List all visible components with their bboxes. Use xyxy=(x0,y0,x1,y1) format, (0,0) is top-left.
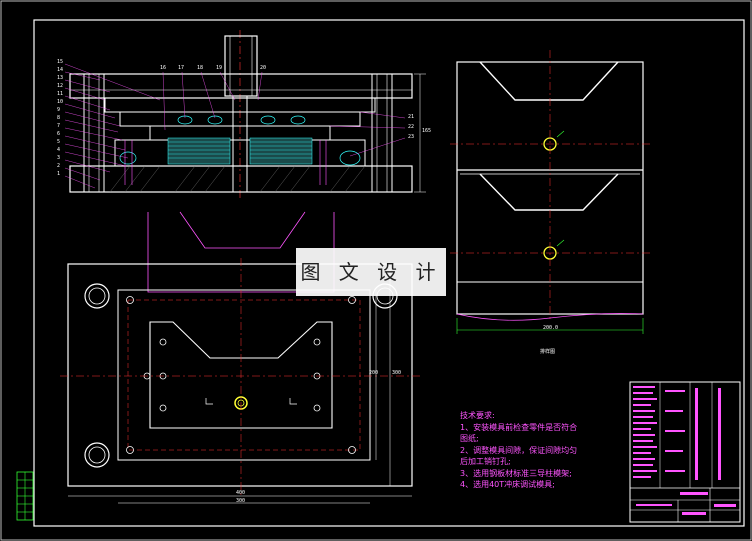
part-number: 18 xyxy=(197,65,204,71)
part-number: 15 xyxy=(57,59,64,65)
tech-item: 4、选用40T冲床调试模具; xyxy=(460,480,555,489)
part-number: 1 xyxy=(57,171,61,177)
title-block xyxy=(629,381,741,523)
tech-item: 2、调整模具间隙，保证间隙均匀 xyxy=(460,445,578,455)
part-number: 13 xyxy=(57,75,64,81)
part-number: 22 xyxy=(408,124,415,130)
part-number: 2 xyxy=(57,163,61,169)
tech-heading: 技术要求: xyxy=(460,411,495,420)
strip-layout xyxy=(450,50,650,334)
section-view xyxy=(64,30,426,200)
tech-item: 1、安装模具前检查零件是否符合 xyxy=(460,422,578,432)
part-number: 5 xyxy=(57,139,61,145)
part-number: 12 xyxy=(57,83,64,89)
inner-frame xyxy=(33,19,745,527)
dimension-plan-height-2: 200 xyxy=(369,370,379,376)
dimension-plan-width-2: 300 xyxy=(236,498,246,504)
dimension-section-height: 165 xyxy=(422,128,432,134)
left-margin-block xyxy=(16,471,34,521)
part-number: 3 xyxy=(57,155,61,161)
strip-layout-caption: 排样图 xyxy=(540,349,556,355)
part-number: 9 xyxy=(57,107,61,113)
part-number: 11 xyxy=(57,91,64,97)
part-number: 23 xyxy=(408,134,415,140)
part-number: 7 xyxy=(57,123,61,129)
part-number: 6 xyxy=(57,131,61,137)
part-number: 21 xyxy=(408,114,415,120)
dimension-plan-width: 400 xyxy=(236,490,246,496)
part-number: 17 xyxy=(178,65,185,71)
watermark-label: 图 文 设 计 xyxy=(296,248,446,296)
dimension-plan-height: 300 xyxy=(392,370,402,376)
part-number: 4 xyxy=(57,147,61,153)
part-number: 10 xyxy=(57,99,64,105)
part-number: 16 xyxy=(160,65,167,71)
part-number: 14 xyxy=(57,67,64,73)
tech-item: 后加工销钉孔; xyxy=(460,457,511,466)
tech-item: 3、选用钢板材标准三导柱模架; xyxy=(460,468,572,478)
technical-requirements: 技术要求: 1、安装模具前检查零件是否符合 图纸; 2、调整模具间隙，保证间隙均… xyxy=(460,410,577,491)
tech-item: 图纸; xyxy=(460,434,479,443)
part-number: 19 xyxy=(216,65,223,71)
part-number: 8 xyxy=(57,115,61,121)
part-number: 20 xyxy=(260,65,267,71)
dimension-strip-width: 200.0 xyxy=(543,325,559,331)
